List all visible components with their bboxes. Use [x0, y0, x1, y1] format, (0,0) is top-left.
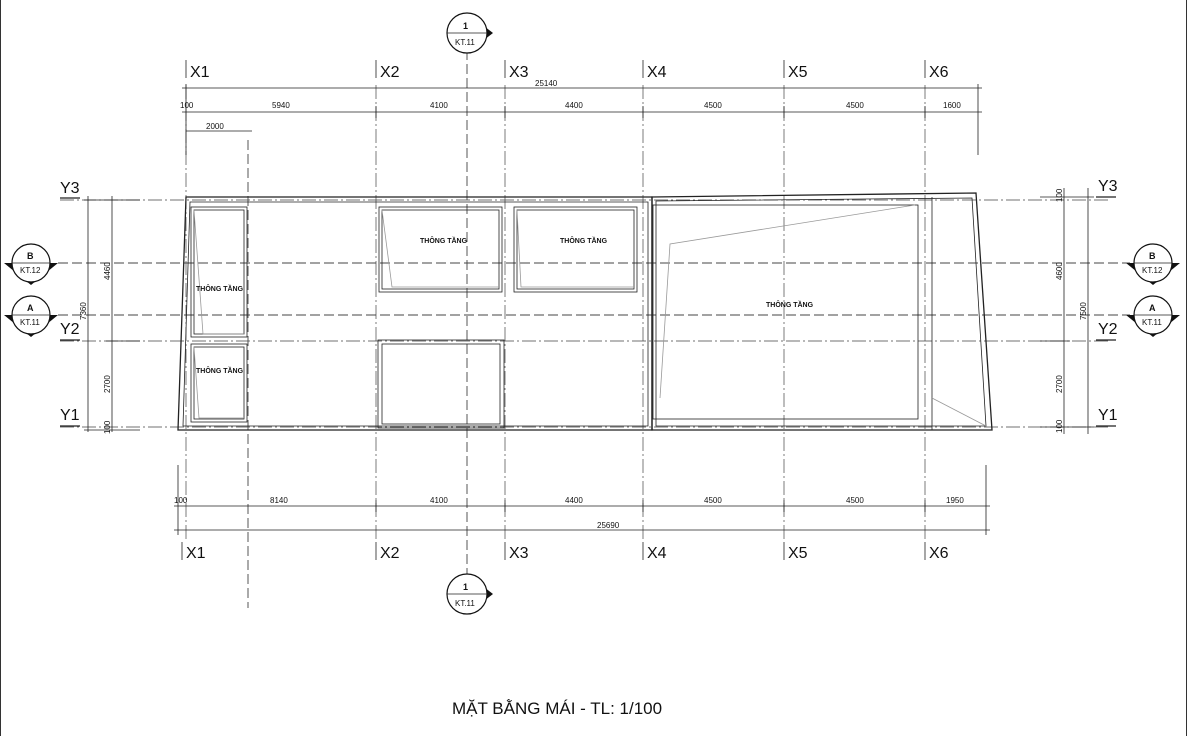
bottom-dimensions: 100 8140 4100 4400 4500 4500 1950 25690	[174, 465, 990, 535]
room-label-2: THÔNG TẦNG	[196, 365, 244, 375]
openings	[190, 204, 987, 429]
axis-label-x6-bottom: X6	[929, 545, 949, 562]
axis-label-y3-left: Y3	[60, 180, 80, 197]
right-dim-1: 100	[1055, 188, 1064, 202]
section-1-top-number: 1	[463, 21, 468, 31]
section-1-bottom-sheet: KT.11	[455, 599, 475, 608]
top-dim-6: 4500	[846, 101, 864, 110]
top-dimensions: 25140 100 5940 4100 4400 4500 4500 1600 …	[180, 79, 982, 155]
left-dim-1: 4460	[103, 262, 112, 280]
top-dim-7: 1600	[943, 101, 961, 110]
axis-label-y3-right: Y3	[1098, 178, 1118, 195]
bottom-dim-7: 1950	[946, 496, 964, 505]
vertical-grid-lines	[185, 85, 926, 540]
right-dimensions: 100 4600 7500 2700 100	[1040, 188, 1094, 434]
bottom-total-dim: 25690	[597, 521, 620, 530]
right-dim-3: 2700	[1055, 375, 1064, 393]
section-a-right-sheet: KT.11	[1142, 318, 1162, 327]
section-a-left-letter: A	[27, 303, 34, 313]
axis-label-y1-left: Y1	[60, 407, 80, 424]
section-1-top-sheet: KT.11	[455, 38, 475, 47]
top-dim-5: 4500	[704, 101, 722, 110]
left-dim-2: 2700	[103, 375, 112, 393]
room-label-1: THÔNG TẦNG	[196, 283, 244, 293]
top-total-dim: 25140	[535, 79, 558, 88]
section-marker-a-right: A KT.11	[1126, 295, 1180, 337]
section-marker-b-left: B KT.12	[4, 243, 58, 285]
axis-label-x4-top: X4	[647, 64, 667, 81]
drawing-title: MẶT BẰNG MÁI - TL: 1/100	[452, 699, 662, 718]
axis-label-y1-right: Y1	[1098, 407, 1118, 424]
section-b-left-letter: B	[27, 251, 34, 261]
room-labels: THÔNG TẦNG THÔNG TẦNG THÔNG TẦNG THÔNG T…	[196, 235, 814, 375]
top-dim-1: 100	[180, 101, 194, 110]
roof-outline	[177, 192, 993, 431]
axis-label-x2-top: X2	[380, 64, 400, 81]
top-offset-dim: 2000	[206, 122, 224, 131]
axis-label-x2-bottom: X2	[380, 545, 400, 562]
right-dim-4: 100	[1055, 419, 1064, 433]
left-dim-3: 100	[103, 420, 112, 434]
axis-label-x3-bottom: X3	[509, 545, 529, 562]
room-label-3: THÔNG TẦNG	[420, 235, 468, 245]
axis-label-x5-bottom: X5	[788, 545, 808, 562]
top-dim-2: 5940	[272, 101, 290, 110]
room-label-5: THÔNG TẦNG	[766, 299, 814, 309]
axis-label-y2-left: Y2	[60, 321, 80, 338]
left-dimensions: 4460 7360 2700 100	[79, 196, 140, 434]
room-label-4: THÔNG TẦNG	[560, 235, 608, 245]
section-marker-1-bottom: 1 KT.11	[446, 573, 493, 615]
section-b-right-sheet: KT.12	[1142, 266, 1163, 275]
section-a-left-sheet: KT.11	[20, 318, 40, 327]
bottom-dim-5: 4500	[704, 496, 722, 505]
axis-label-x4-bottom: X4	[647, 545, 667, 562]
section-1-bottom-number: 1	[463, 582, 468, 592]
bottom-dim-3: 4100	[430, 496, 448, 505]
horizontal-grid-lines	[60, 199, 1110, 428]
bottom-dim-1: 100	[174, 496, 188, 505]
section-marker-a-left: A KT.11	[4, 295, 58, 337]
section-b-left-sheet: KT.12	[20, 266, 41, 275]
axis-label-x1-bottom: X1	[186, 545, 206, 562]
section-cut-lines	[58, 50, 1130, 608]
right-dim-2: 4600	[1055, 262, 1064, 280]
left-axis-labels: Y3 Y2 Y1	[60, 180, 80, 427]
section-marker-1-top: 1 KT.11	[446, 12, 493, 54]
section-a-right-letter: A	[1149, 303, 1156, 313]
right-total-dim: 7500	[1079, 302, 1088, 320]
left-total-dim: 7360	[79, 302, 88, 320]
axis-label-x6-top: X6	[929, 64, 949, 81]
section-b-right-letter: B	[1149, 251, 1156, 261]
axis-label-y2-right: Y2	[1098, 321, 1118, 338]
right-axis-labels: Y3 Y2 Y1	[1096, 178, 1118, 427]
top-axis-labels: X1 X2 X3 X4 X5 X6	[185, 60, 949, 81]
bottom-dim-2: 8140	[270, 496, 288, 505]
axis-label-x1-top: X1	[190, 64, 210, 81]
axis-label-x3-top: X3	[509, 64, 529, 81]
top-dim-3: 4100	[430, 101, 448, 110]
top-dim-4: 4400	[565, 101, 583, 110]
axis-label-x5-top: X5	[788, 64, 808, 81]
section-marker-b-right: B KT.12	[1126, 243, 1180, 285]
bottom-dim-4: 4400	[565, 496, 583, 505]
bottom-axis-labels: X1 X2 X3 X4 X5 X6	[181, 542, 949, 562]
bottom-dim-6: 4500	[846, 496, 864, 505]
